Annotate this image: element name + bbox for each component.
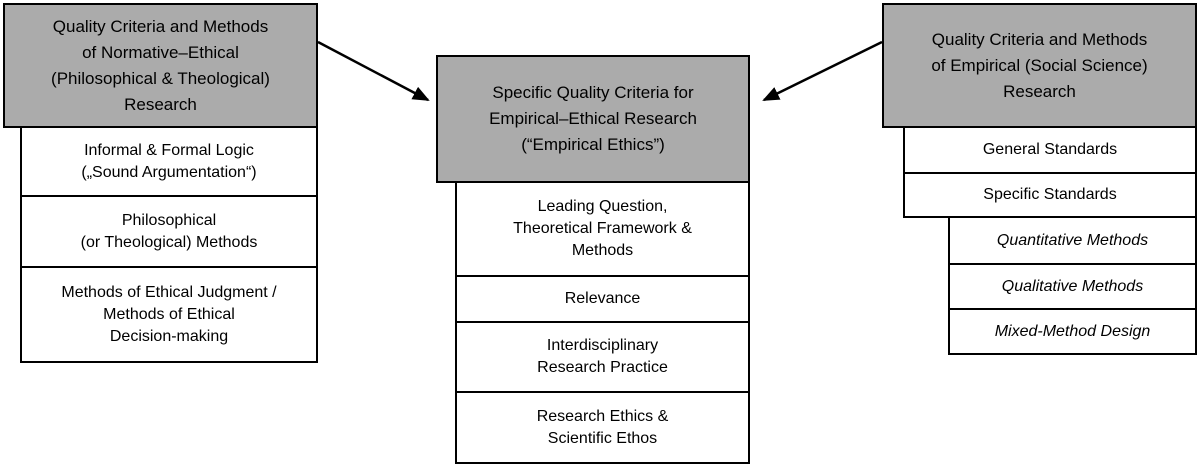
right-item-general-standards: General Standards (903, 126, 1197, 174)
center-item-interdisciplinary: Interdisciplinary Research Practice (455, 321, 750, 393)
left-column-header: Quality Criteria and Methods of Normativ… (3, 3, 318, 128)
center-item-research-ethics: Research Ethics & Scientific Ethos (455, 391, 750, 464)
center-column-items: Leading Question, Theoretical Framework … (455, 181, 750, 464)
left-column-items: Informal & Formal Logic („Sound Argument… (20, 126, 318, 363)
left-item-informal-formal-logic: Informal & Formal Logic („Sound Argument… (20, 126, 318, 197)
left-item-philosophical-methods: Philosophical (or Theological) Methods (20, 195, 318, 268)
right-column-items: General Standards Specific Standards (903, 126, 1197, 218)
right-column-header: Quality Criteria and Methods of Empirica… (882, 3, 1197, 128)
right-item-specific-standards: Specific Standards (903, 172, 1197, 218)
right-column-sub-items: Quantitative Methods Qualitative Methods… (948, 216, 1197, 355)
center-item-leading-question: Leading Question, Theoretical Framework … (455, 181, 750, 277)
left-item-ethical-judgment: Methods of Ethical Judgment / Methods of… (20, 266, 318, 363)
right-subitem-qualitative-methods: Qualitative Methods (948, 263, 1197, 310)
center-item-relevance: Relevance (455, 275, 750, 323)
right-subitem-mixed-method-design: Mixed-Method Design (948, 308, 1197, 355)
arrow-left-to-center (317, 40, 430, 102)
center-column-header: Specific Quality Criteria for Empirical–… (436, 55, 750, 183)
right-subitem-quantitative-methods: Quantitative Methods (948, 216, 1197, 265)
arrow-right-to-center (762, 40, 883, 102)
